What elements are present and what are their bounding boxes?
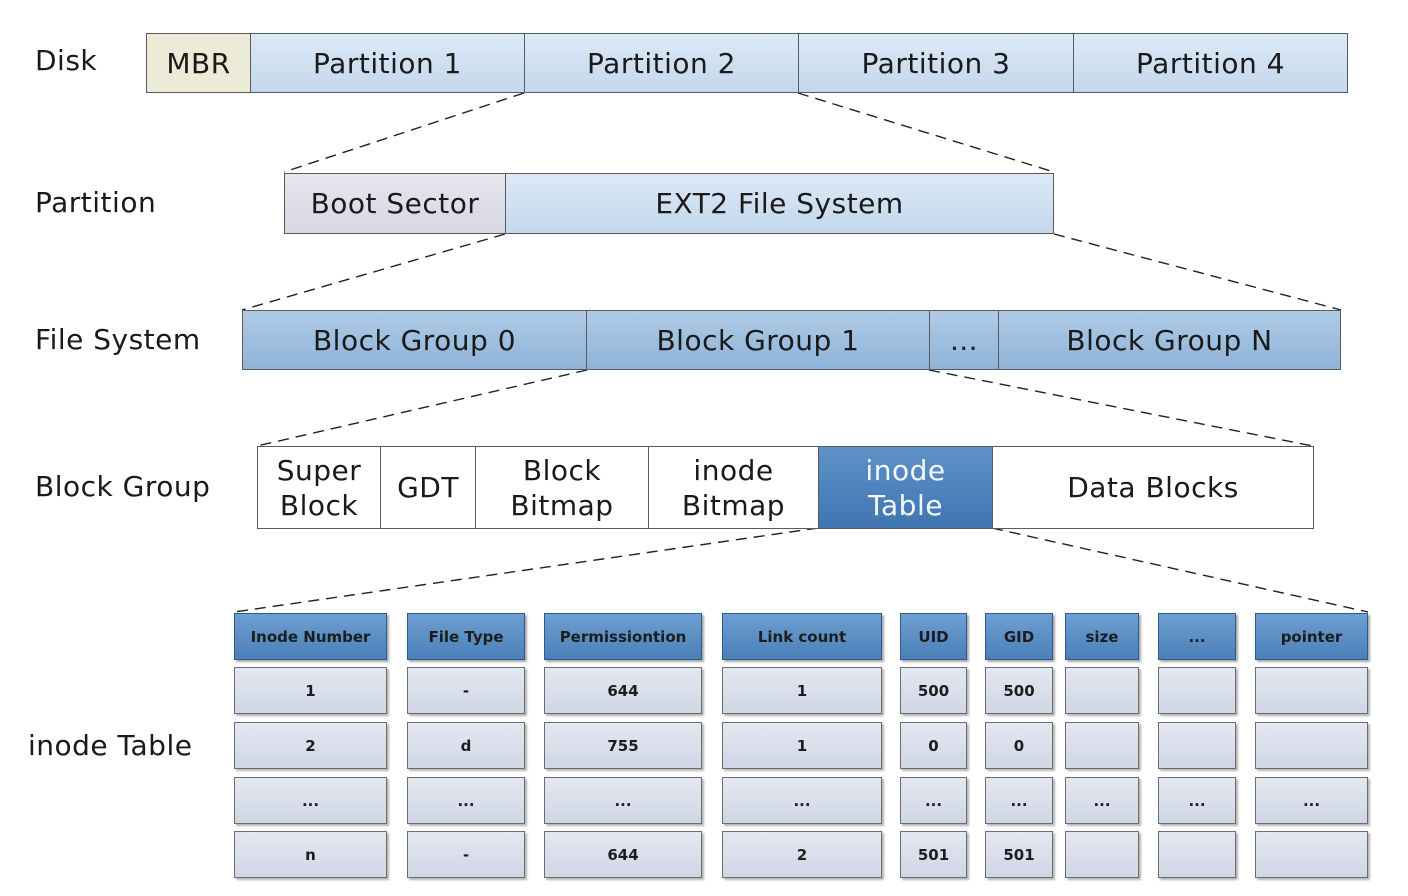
table-cell-permission: 755 xyxy=(544,722,702,769)
table-cell-gid: ... xyxy=(985,777,1053,824)
gdt-cell: GDT xyxy=(381,446,476,529)
table-cell-more xyxy=(1158,722,1236,769)
header-file-type: File Type xyxy=(407,613,525,660)
table-cell-permission: ... xyxy=(544,777,702,824)
table-cell-pointer xyxy=(1255,667,1368,714)
inode-table-cell: inode Table xyxy=(819,446,993,529)
table-cell-inode-number: 2 xyxy=(234,722,387,769)
table-cell-link-count: 1 xyxy=(722,722,882,769)
table-cell-uid: 500 xyxy=(900,667,967,714)
level-label-inode-table: inode Table xyxy=(28,729,193,762)
block-group-1-cell: Block Group 1 xyxy=(587,310,930,370)
header-inode-number: Inode Number xyxy=(234,613,387,660)
table-cell-gid: 501 xyxy=(985,831,1053,878)
table-cell-file-type: ... xyxy=(407,777,525,824)
partition-4-cell: Partition 4 xyxy=(1074,33,1348,93)
partition-2-cell: Partition 2 xyxy=(525,33,799,93)
table-cell-inode-number: 1 xyxy=(234,667,387,714)
connector-line xyxy=(797,92,1055,173)
connector-line xyxy=(1053,233,1342,311)
table-cell-pointer xyxy=(1255,722,1368,769)
table-cell-file-type: - xyxy=(407,831,525,878)
table-cell-pointer xyxy=(1255,831,1368,878)
header-size: size xyxy=(1065,613,1139,660)
table-cell-file-type: d xyxy=(407,722,525,769)
table-cell-more: ... xyxy=(1158,777,1236,824)
table-cell-size xyxy=(1065,722,1139,769)
inode-bitmap-cell: inode Bitmap xyxy=(649,446,819,529)
table-cell-uid: ... xyxy=(900,777,967,824)
table-cell-uid: 501 xyxy=(900,831,967,878)
table-cell-size xyxy=(1065,667,1139,714)
connector-line xyxy=(256,369,588,447)
table-cell-permission: 644 xyxy=(544,667,702,714)
table-cell-link-count: 1 xyxy=(722,667,882,714)
ext2-file-system-cell: EXT2 File System xyxy=(506,173,1054,234)
table-cell-uid: 0 xyxy=(900,722,967,769)
table-cell-inode-number: ... xyxy=(234,777,387,824)
block-group-ellipsis-cell: … xyxy=(930,310,999,370)
table-cell-link-count: ... xyxy=(722,777,882,824)
table-cell-more xyxy=(1158,831,1236,878)
level-label-block-group: Block Group xyxy=(35,470,211,503)
block-bitmap-cell: Block Bitmap xyxy=(476,446,649,529)
block-group-n-cell: Block Group N xyxy=(999,310,1341,370)
header-link-count: Link count xyxy=(722,613,882,660)
connector-line xyxy=(233,527,819,613)
level-label-partition: Partition xyxy=(35,186,157,219)
partition-3-cell: Partition 3 xyxy=(799,33,1074,93)
connector-line xyxy=(991,527,1369,613)
partition-1-cell: Partition 1 xyxy=(251,33,525,93)
connector-line xyxy=(283,92,525,173)
table-cell-more xyxy=(1158,667,1236,714)
level-label-file-system: File System xyxy=(35,323,201,356)
header-more: ... xyxy=(1158,613,1236,660)
block-group-0-cell: Block Group 0 xyxy=(242,310,587,370)
data-blocks-cell: Data Blocks xyxy=(993,446,1314,529)
header-pointer: pointer xyxy=(1255,613,1368,660)
header-permission: Permissiontion xyxy=(544,613,702,660)
level-label-disk: Disk xyxy=(35,44,98,77)
header-gid: GID xyxy=(985,613,1053,660)
connector-line xyxy=(928,369,1314,447)
boot-sector-cell: Boot Sector xyxy=(284,173,506,234)
table-cell-size xyxy=(1065,831,1139,878)
table-cell-inode-number: n xyxy=(234,831,387,878)
header-uid: UID xyxy=(900,613,967,660)
table-cell-gid: 500 xyxy=(985,667,1053,714)
super-block-cell: Super Block xyxy=(257,446,381,529)
connector-line xyxy=(241,233,506,311)
table-cell-permission: 644 xyxy=(544,831,702,878)
table-cell-size: ... xyxy=(1065,777,1139,824)
table-cell-link-count: 2 xyxy=(722,831,882,878)
mbr-cell: MBR xyxy=(146,33,251,93)
table-cell-file-type: - xyxy=(407,667,525,714)
table-cell-gid: 0 xyxy=(985,722,1053,769)
table-cell-pointer: ... xyxy=(1255,777,1368,824)
